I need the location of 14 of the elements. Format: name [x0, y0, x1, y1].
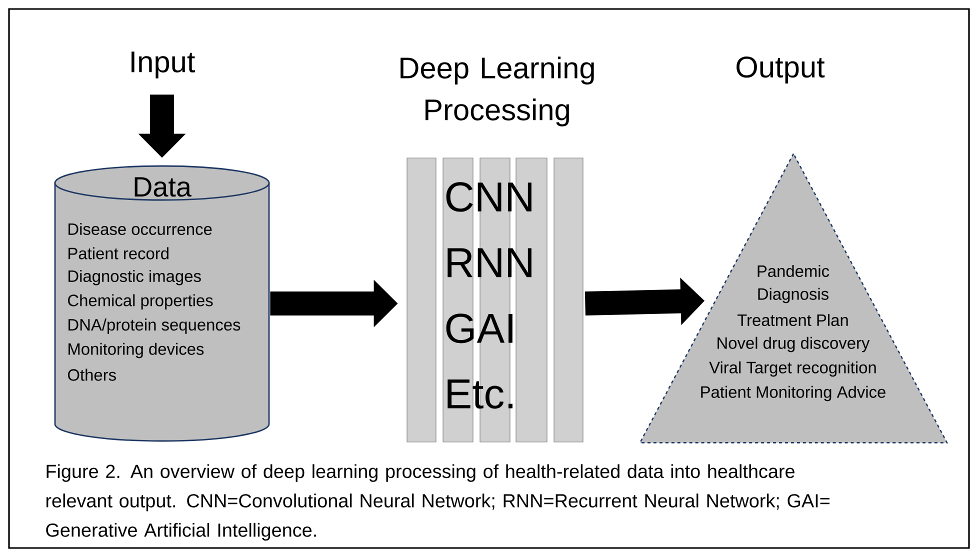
heading: Output — [736, 56, 825, 84]
layer-label: Etc. — [448, 380, 512, 409]
caption: Figure 2. An overview of deep learning processing of health-related data into healthcare relevant output. CNN=Convolutional Neural Network; RNN=Recurrent Neural Network; GAI= Generative Artificial Intelligence. — [46, 464, 830, 541]
layer-label: GAI — [446, 314, 512, 344]
output-item: Patient Monitoring Advice — [701, 386, 886, 402]
output-item: Pandemic — [758, 264, 830, 278]
heading: Deep Learning Processing — [400, 56, 594, 126]
output-item: Viral Target recognition — [709, 361, 876, 377]
layer-label: RNN — [448, 248, 532, 278]
output-item: Treatment Plan — [738, 314, 848, 326]
output-item: Novel drug discovery — [718, 336, 870, 352]
heading: Input — [132, 52, 195, 78]
output-item: Diagnosis — [758, 288, 828, 304]
layer-label: CNN — [446, 182, 532, 212]
